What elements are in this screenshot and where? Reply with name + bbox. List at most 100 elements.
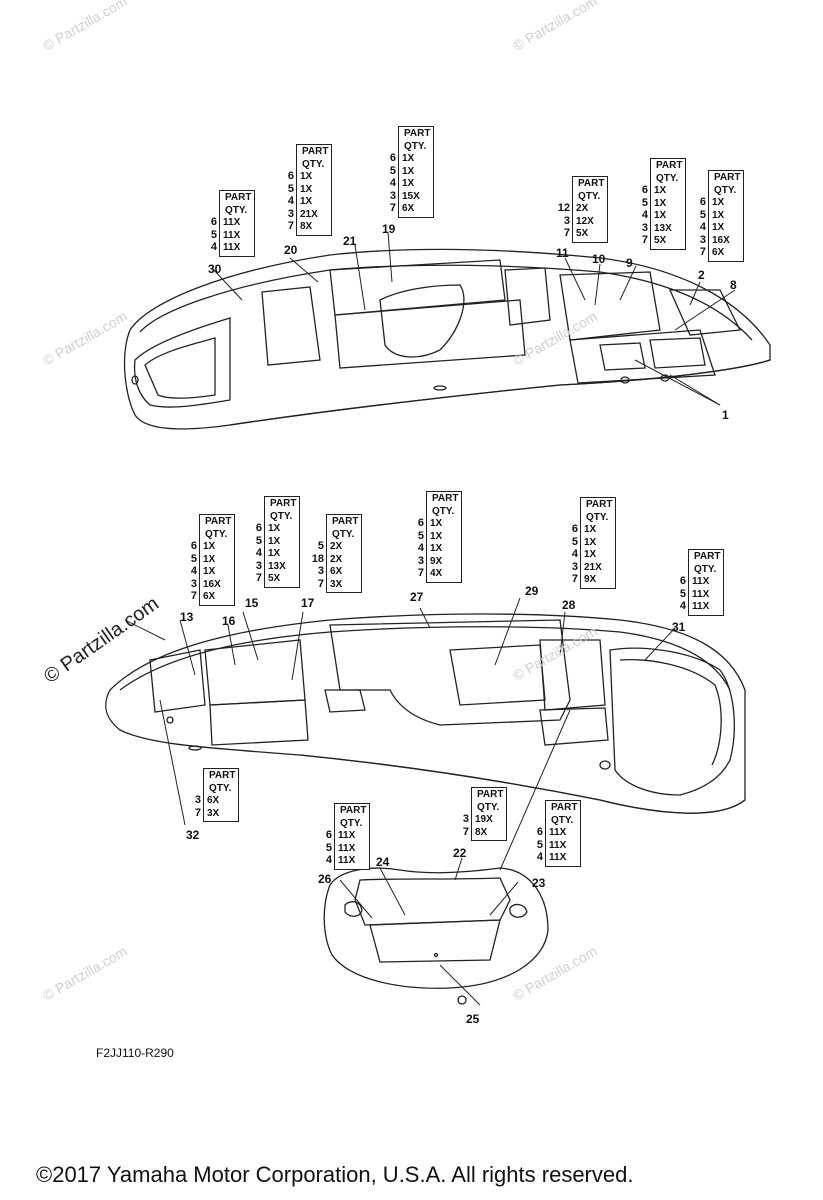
part-number: 3: [190, 577, 197, 590]
qty-value: 16X: [712, 234, 730, 246]
part-number: 6: [417, 517, 424, 529]
qty-value: 1X: [584, 536, 597, 548]
part-number: 4: [571, 548, 578, 560]
callout-13: 13: [180, 610, 194, 624]
qty-header: PART: [586, 499, 613, 510]
part-number: 6: [641, 184, 648, 196]
part-number: 4: [699, 221, 706, 233]
part-number: 3: [462, 813, 469, 825]
part-number: 7: [190, 590, 197, 602]
qty-value: 2X: [330, 541, 343, 552]
qty-value: 6X: [207, 795, 220, 806]
qty-value: 11X: [692, 601, 710, 612]
qty-value: 5X: [268, 573, 281, 584]
qty-value: 1X: [268, 535, 281, 547]
part-number: 4: [325, 854, 332, 866]
qty-header: QTY.: [225, 204, 248, 216]
part-number: 7: [389, 202, 396, 214]
qty-header: PART: [404, 128, 431, 139]
callout-24: 24: [376, 855, 390, 869]
reference-code: F2JJ110-R290: [96, 1046, 174, 1060]
qty-value: 11X: [692, 588, 710, 600]
qty-header: QTY.: [586, 511, 609, 523]
part-number: 5: [571, 535, 578, 548]
callout-28: 28: [562, 598, 576, 612]
qty-value: 1X: [300, 183, 313, 195]
part-number: 4: [190, 565, 197, 577]
qty-header: QTY.: [694, 563, 717, 575]
bottom-compartment-illustration: [323, 867, 549, 1005]
callout-27: 27: [410, 590, 424, 604]
callout-16: 16: [222, 614, 236, 628]
callout-32: 32: [186, 828, 200, 842]
part-number: 6: [287, 170, 294, 182]
part-number: 5: [287, 182, 294, 195]
part-number: 5: [210, 228, 217, 241]
qty-header: QTY.: [209, 782, 232, 794]
qty-value: 11X: [338, 842, 356, 854]
qty-value: 1X: [712, 197, 725, 208]
part-number: 5: [317, 540, 324, 552]
qty-value: 11X: [549, 852, 567, 863]
part-number: 7: [417, 567, 424, 579]
qty-value: 11X: [223, 242, 241, 253]
qty-value: 4X: [430, 568, 443, 579]
part-number: 7: [699, 246, 706, 258]
qty-value: 1X: [300, 171, 313, 182]
qty-value: 11X: [549, 827, 567, 838]
qty-value: 1X: [203, 541, 216, 552]
qty-value: 5X: [576, 228, 589, 239]
qty-value: 1X: [402, 153, 415, 164]
part-number: 3: [389, 189, 396, 202]
qty-value: 8X: [475, 826, 488, 838]
part-number: 6: [190, 540, 197, 552]
part-number: 12: [557, 202, 570, 214]
part-number: 4: [255, 547, 262, 559]
callout-22: 22: [453, 846, 467, 860]
part-number: 5: [536, 838, 543, 851]
part-number: 7: [563, 227, 570, 239]
part-number: 5: [679, 587, 686, 600]
qty-header: PART: [656, 160, 683, 171]
part-number: 5: [641, 196, 648, 209]
callout-21: 21: [343, 234, 357, 248]
part-number: 3: [287, 207, 294, 220]
qty-value: 1X: [203, 566, 216, 577]
qty-value: 11X: [223, 229, 241, 241]
part-number: 3: [255, 559, 262, 572]
qty-header: QTY.: [551, 814, 574, 826]
qty-header: PART: [340, 805, 367, 816]
qty-header: QTY.: [656, 172, 679, 184]
qty-header: PART: [551, 802, 578, 813]
qty-value: 1X: [712, 209, 725, 221]
qty-value: 13X: [654, 222, 672, 234]
qty-header: PART: [209, 770, 236, 781]
qty-value: 15X: [402, 190, 420, 202]
callout-30: 30: [208, 262, 222, 276]
qty-value: 9X: [430, 555, 443, 567]
top-hull-illustration: [123, 248, 771, 430]
callout-8: 8: [730, 278, 737, 292]
qty-value: 1X: [712, 222, 725, 233]
qty-value: 11X: [338, 830, 356, 841]
part-number: 18: [311, 552, 324, 565]
part-number: 7: [287, 220, 294, 232]
part-number: 7: [194, 806, 201, 819]
qty-header: PART: [694, 551, 721, 562]
qty-value: 21X: [300, 208, 318, 220]
qty-header: PART: [225, 192, 252, 203]
qty-header: PART: [302, 146, 329, 157]
qty-value: 5X: [654, 235, 667, 246]
part-number: 5: [325, 841, 332, 854]
qty-header: PART: [714, 172, 741, 183]
qty-header: QTY.: [302, 158, 325, 170]
qty-value: 1X: [402, 178, 415, 189]
